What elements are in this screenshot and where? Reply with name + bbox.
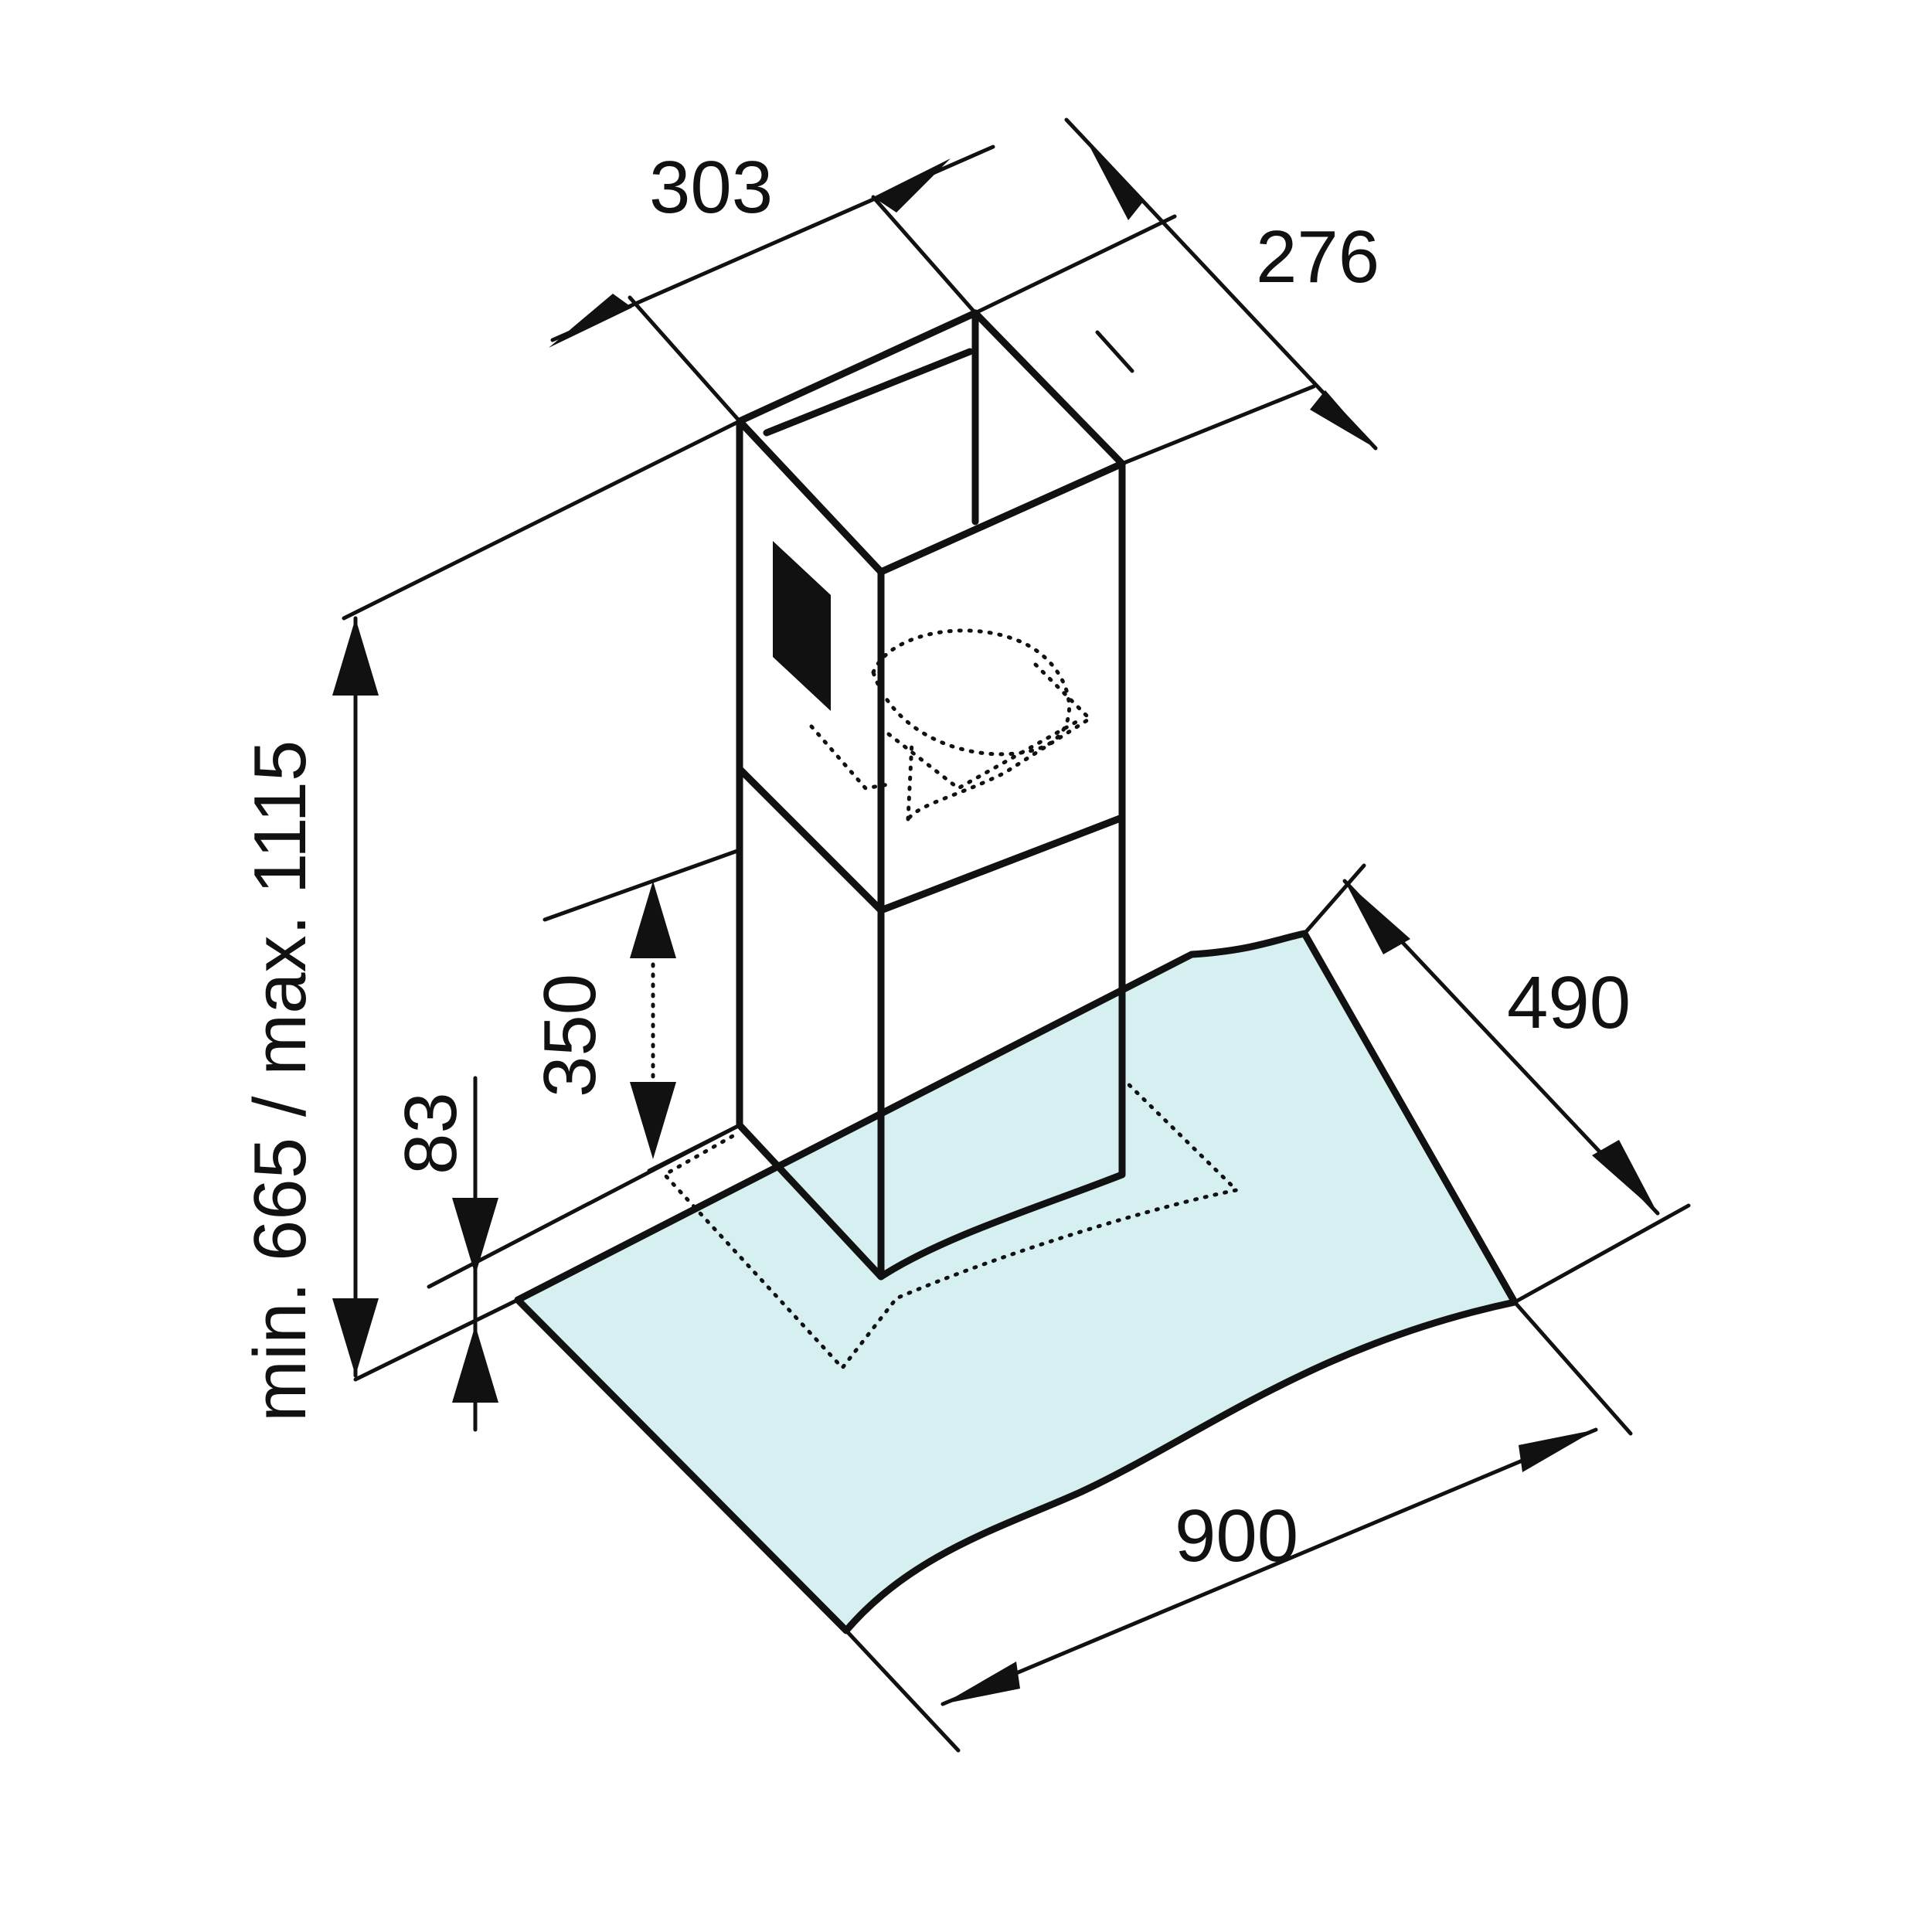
arrow-350-top — [630, 881, 676, 958]
label-350: 350 — [529, 974, 611, 1097]
label-303: 303 — [649, 146, 773, 229]
arrow-total-bottom — [332, 1298, 379, 1376]
arrow-350-bottom — [630, 1082, 676, 1159]
arrow-900-left — [943, 1662, 1020, 1704]
chimney-top-opening — [736, 309, 1126, 576]
arrow-490-bottom — [1592, 1140, 1658, 1213]
hidden-canopy-outline — [662, 1076, 1241, 1371]
label-83: 83 — [389, 1092, 472, 1175]
dimension-line-900 — [940, 1427, 1598, 1706]
arrow-276-bottom — [1310, 390, 1376, 448]
arrow-83-bottom — [452, 1325, 498, 1403]
extension-lines — [342, 195, 1691, 1753]
arrow-303-right — [873, 158, 951, 213]
arrow-490-top — [1345, 881, 1410, 954]
arrow-303-left — [549, 294, 632, 348]
label-276: 276 — [1256, 216, 1379, 298]
chimney-inner-edge — [763, 309, 979, 526]
label-total-height: min. 665 / max. 1115 — [239, 740, 321, 1422]
label-900: 900 — [1175, 1495, 1298, 1577]
glass-canopy — [514, 930, 1519, 1634]
chimney-upper-right-face — [877, 460, 1126, 914]
arrow-total-top — [332, 618, 379, 696]
chimney-lower-right-face — [877, 814, 1126, 1281]
arrow-276-top — [1086, 139, 1144, 220]
hidden-motor-outline — [809, 628, 1093, 821]
arrow-83-top — [452, 1198, 498, 1275]
vent-slots — [773, 541, 831, 711]
label-490: 490 — [1507, 961, 1631, 1044]
arrow-900-right — [1519, 1430, 1596, 1472]
